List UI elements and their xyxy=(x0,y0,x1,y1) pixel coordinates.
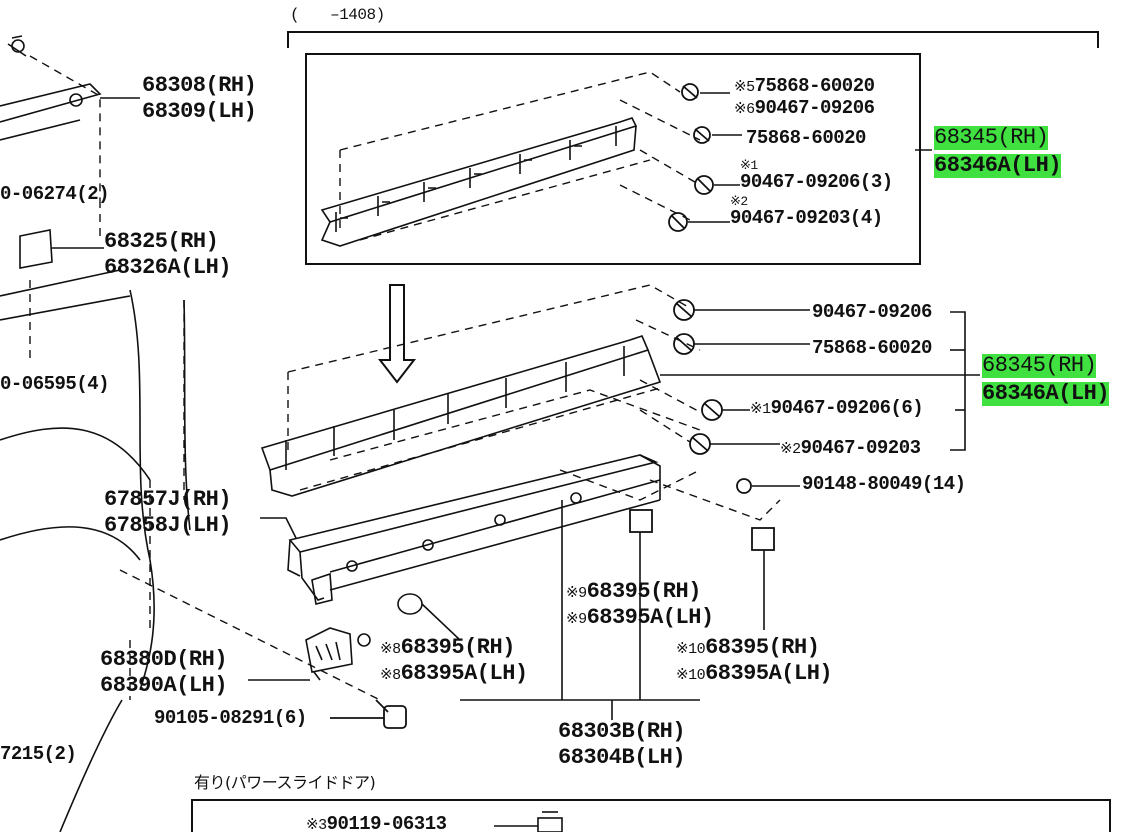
main-part-5: 90148-80049(14) xyxy=(802,474,966,495)
label-68308: 68308(RH) xyxy=(142,73,257,98)
part-mark: ※1 xyxy=(740,158,758,173)
part-mark: ※8 xyxy=(380,667,401,684)
label-90105: 90105-08291(6) xyxy=(154,707,307,729)
main-assembly-rh: 68345(RH) xyxy=(982,353,1097,378)
part-number: 75868-60020 xyxy=(754,75,875,97)
label-68395-9-rh: ※968395(RH) xyxy=(566,580,701,606)
label-7215: 7215(2) xyxy=(0,743,77,765)
label-68326A: 68326A(LH) xyxy=(104,255,232,280)
inset-part-3: 75868-60020 xyxy=(746,128,866,149)
part-mark: ※9 xyxy=(566,611,587,628)
label-68395-8-lh: ※868395A(LH) xyxy=(380,662,528,688)
main-part-2: 75868-60020 xyxy=(812,338,932,359)
part-number: 90467-09206(3) xyxy=(740,171,893,193)
part-number: 68395A(LH) xyxy=(400,661,529,686)
inset-assembly-rh: 68345(RH) xyxy=(934,125,1049,150)
part-number: 68395A(LH) xyxy=(586,605,715,630)
part-number: 68395(RH) xyxy=(400,635,516,660)
label-68395-10-lh: ※1068395A(LH) xyxy=(676,661,833,688)
label-68303B: 68303B(RH) xyxy=(558,719,686,744)
inset-assembly-lh: 68346A(LH) xyxy=(934,153,1062,178)
part-mark: ※6 xyxy=(734,101,755,118)
part-mark: ※5 xyxy=(734,79,755,96)
label-68325: 68325(RH) xyxy=(104,229,219,254)
inset-part-2: ※690467-09206 xyxy=(734,98,875,120)
part-mark: ※2 xyxy=(780,441,801,458)
range-label: ( –1408) xyxy=(290,6,385,24)
main-part-3: ※190467-09206(6) xyxy=(750,397,924,420)
label-67858J: 67858J(LH) xyxy=(104,513,232,538)
part-mark: ※10 xyxy=(676,641,706,658)
part-number: 90119-06313 xyxy=(326,813,447,835)
part-number: 75868-60020 xyxy=(812,337,932,359)
part-number: 68395(RH) xyxy=(586,579,702,604)
label-67857J: 67857J(RH) xyxy=(104,487,232,512)
main-part-1: 90467-09206 xyxy=(812,302,932,323)
main-part-4: ※290467-09203 xyxy=(780,438,921,460)
bottom-caption: 有り(パワースライドドア) xyxy=(194,773,376,792)
part-mark: ※3 xyxy=(306,817,327,834)
part-number: 90467-09206(6) xyxy=(770,397,924,419)
part-number: 68395(RH) xyxy=(705,635,820,660)
part-number: 75868-60020 xyxy=(746,127,866,149)
label-68390A: 68390A(LH) xyxy=(100,673,228,698)
part-mark: ※10 xyxy=(676,667,706,684)
label-06274: 0-06274(2) xyxy=(0,183,110,205)
part-number: 90467-09206 xyxy=(812,301,932,323)
label-06595: 0-06595(4) xyxy=(0,373,110,395)
part-mark: ※1 xyxy=(750,401,771,418)
footer-part: ※390119-06313 xyxy=(306,814,447,836)
part-number: 90467-09203(4) xyxy=(730,207,883,229)
part-number: 90467-09203 xyxy=(800,437,921,459)
part-number: 90148-80049(14) xyxy=(802,473,966,495)
part-mark: ※8 xyxy=(380,641,401,658)
part-mark: ※9 xyxy=(566,585,587,602)
label-68395-9-lh: ※968395A(LH) xyxy=(566,606,714,632)
label-68309: 68309(LH) xyxy=(142,99,257,124)
inset-part-1: ※575868-60020 xyxy=(734,76,875,98)
part-number: 90467-09206 xyxy=(754,97,875,119)
label-68380D: 68380D(RH) xyxy=(100,647,228,672)
label-68395-8-rh: ※868395(RH) xyxy=(380,636,515,662)
label-68304B: 68304B(LH) xyxy=(558,745,686,770)
part-number: 68395A(LH) xyxy=(705,661,833,686)
label-68395-10-rh: ※1068395(RH) xyxy=(676,635,820,662)
main-assembly-lh: 68346A(LH) xyxy=(982,381,1110,406)
part-mark: ※2 xyxy=(730,194,748,209)
